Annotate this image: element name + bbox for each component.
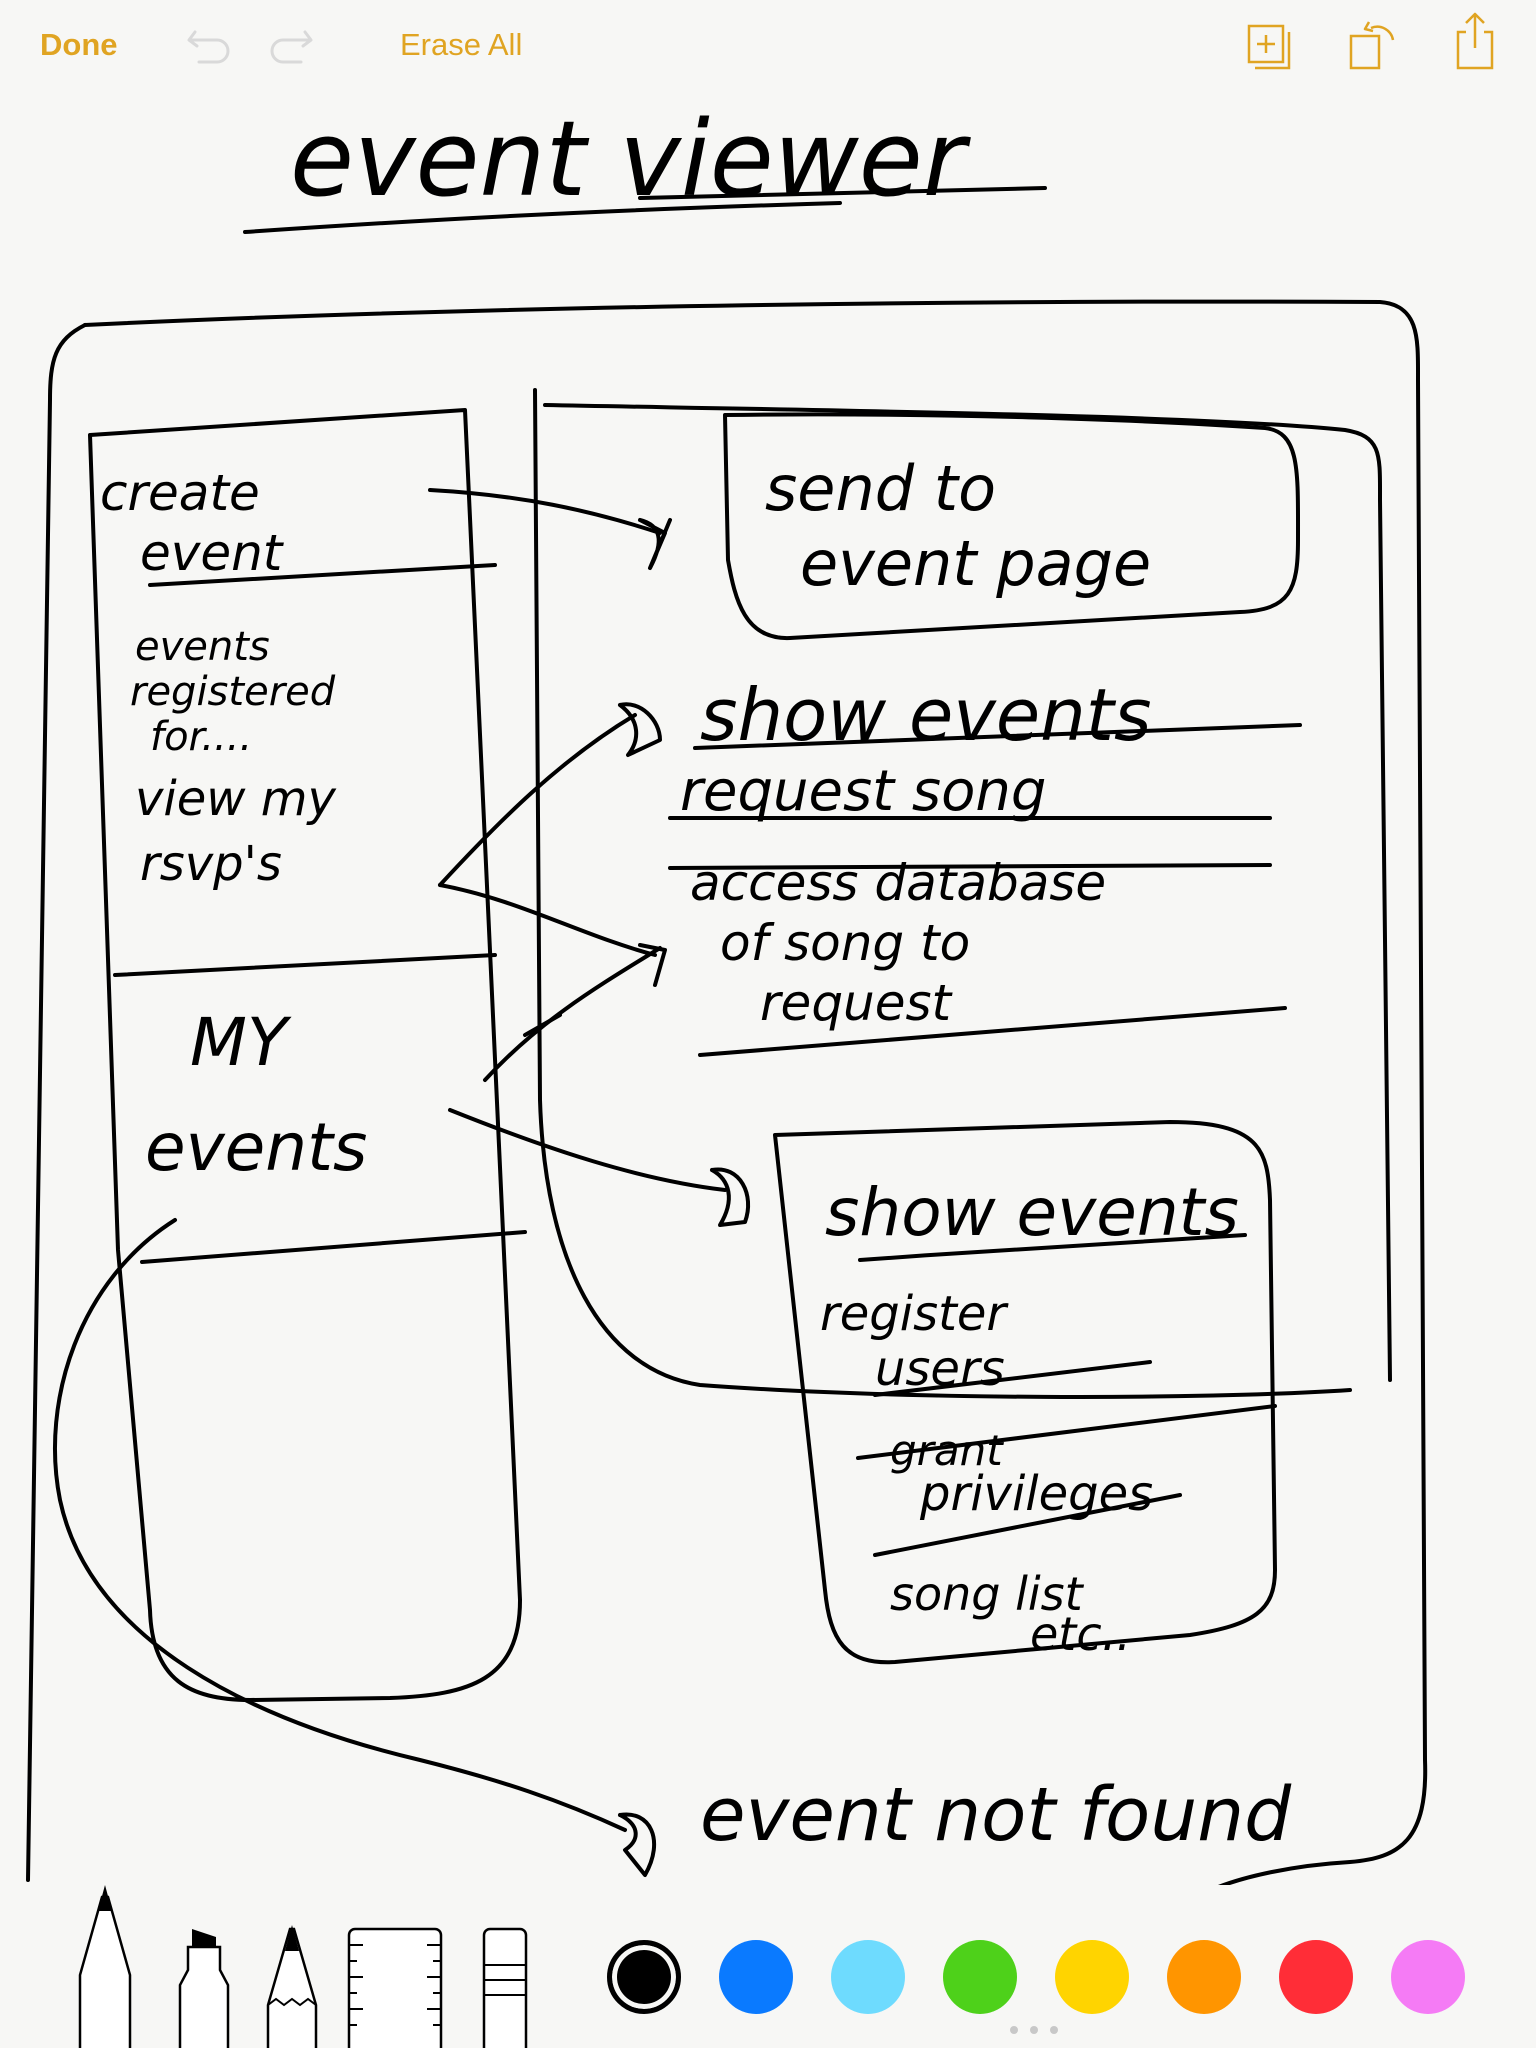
sketch-request-song: request song bbox=[680, 759, 1046, 824]
sketch-show-events-1: show events bbox=[700, 673, 1152, 757]
undo-icon[interactable] bbox=[185, 22, 235, 66]
sketch-registered-line2: registered bbox=[130, 669, 336, 715]
sketch-title: event viewer bbox=[290, 98, 972, 220]
color-swatch-green[interactable] bbox=[943, 1940, 1017, 2014]
add-page-icon[interactable] bbox=[1245, 18, 1295, 72]
rotate-icon[interactable] bbox=[1345, 14, 1401, 72]
ruler-tool[interactable] bbox=[345, 1925, 445, 2048]
sketch-register-line2: users bbox=[875, 1341, 1005, 1397]
color-swatch-orange[interactable] bbox=[1167, 1940, 1241, 2014]
sketch-send-line2: event page bbox=[800, 527, 1151, 600]
marker-tool[interactable] bbox=[170, 1925, 240, 2048]
drawing-canvas[interactable]: event viewer create event events registe… bbox=[0, 0, 1536, 1885]
sketch-registered-line3: for.... bbox=[150, 714, 252, 760]
done-button[interactable]: Done bbox=[40, 27, 118, 62]
pen-tool[interactable] bbox=[70, 1885, 140, 2048]
color-swatch-pink[interactable] bbox=[1391, 1940, 1465, 2014]
sketch-rsvps-line2: rsvp's bbox=[140, 836, 282, 892]
color-swatch-light-blue[interactable] bbox=[831, 1940, 905, 2014]
sketch-my-events-line1: MY bbox=[190, 1004, 292, 1081]
sketch-send-line1: send to bbox=[765, 452, 996, 525]
erase-all-button[interactable]: Erase All bbox=[400, 27, 523, 62]
color-swatch-blue[interactable] bbox=[719, 1940, 793, 2014]
sketch-access-line2: of song to bbox=[720, 914, 970, 972]
share-icon[interactable] bbox=[1452, 10, 1498, 72]
pencil-tool[interactable] bbox=[262, 1925, 322, 2048]
sketch-rsvps-line1: view my bbox=[135, 771, 337, 827]
eraser-tool[interactable] bbox=[480, 1925, 530, 2048]
sketch-registered-line1: events bbox=[135, 624, 270, 670]
sketch-grant-line1: grant bbox=[890, 1426, 1004, 1475]
color-swatch-yellow[interactable] bbox=[1055, 1940, 1129, 2014]
sketch-song-line2: etc.. bbox=[1030, 1607, 1131, 1661]
sketch-register-line1: register bbox=[820, 1286, 1009, 1342]
redo-icon[interactable] bbox=[265, 22, 315, 66]
sketch-access-line3: request bbox=[760, 974, 954, 1032]
page-indicator-dot bbox=[1010, 2026, 1018, 2034]
color-swatch-red[interactable] bbox=[1279, 1940, 1353, 2014]
sketch-create-line2: event bbox=[140, 524, 285, 582]
sketch-event-not-found: event not found bbox=[700, 1772, 1292, 1858]
sketch-access-line1: access database bbox=[690, 854, 1106, 912]
color-swatch-black[interactable] bbox=[607, 1940, 681, 2014]
sketch-create-line1: create bbox=[100, 464, 260, 522]
sketch-grant-line2: privileges bbox=[919, 1466, 1153, 1522]
page-indicator-dot bbox=[1030, 2026, 1038, 2034]
sketch-song-line1: song list bbox=[890, 1567, 1085, 1621]
notes-toolbar: Done Erase All bbox=[0, 0, 1536, 90]
page-indicator-dot bbox=[1050, 2026, 1058, 2034]
sketch-show-events-2: show events bbox=[825, 1174, 1239, 1251]
sketch-my-events-line2: events bbox=[145, 1109, 367, 1186]
